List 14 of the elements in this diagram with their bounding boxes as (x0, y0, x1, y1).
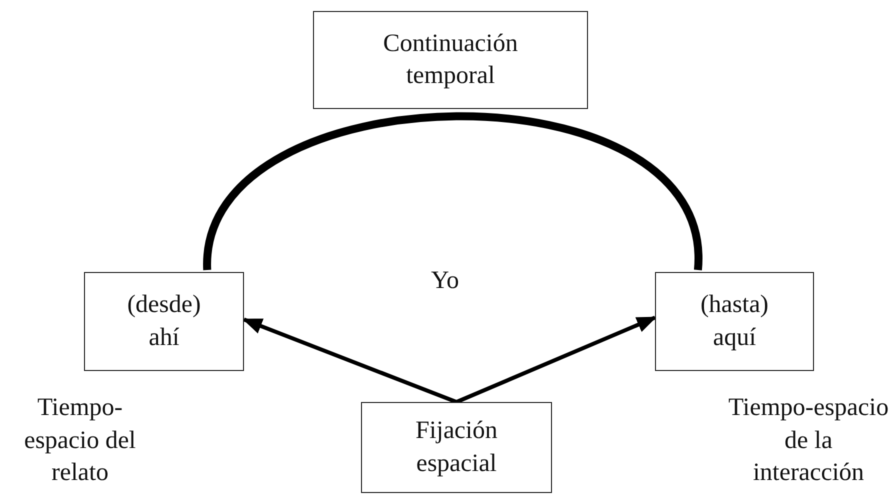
arrow (456, 316, 657, 404)
node-label: (hasta) aquí (699, 290, 770, 352)
caption-text: Tiempo-espacio de la interacción (727, 393, 890, 488)
text-box (313, 11, 588, 109)
text-box (655, 272, 814, 371)
text-box (361, 402, 552, 493)
node-label: (desde) ahí (126, 290, 202, 352)
arrow (242, 318, 458, 404)
curved-connector (203, 112, 702, 271)
caption-text: Tiempo-espacio del relato (23, 393, 137, 488)
node-label: Continuación temporal (382, 28, 519, 91)
center-label: Yo (430, 266, 460, 296)
text-box (84, 272, 244, 371)
node-label: Fijación espacial (414, 416, 498, 478)
